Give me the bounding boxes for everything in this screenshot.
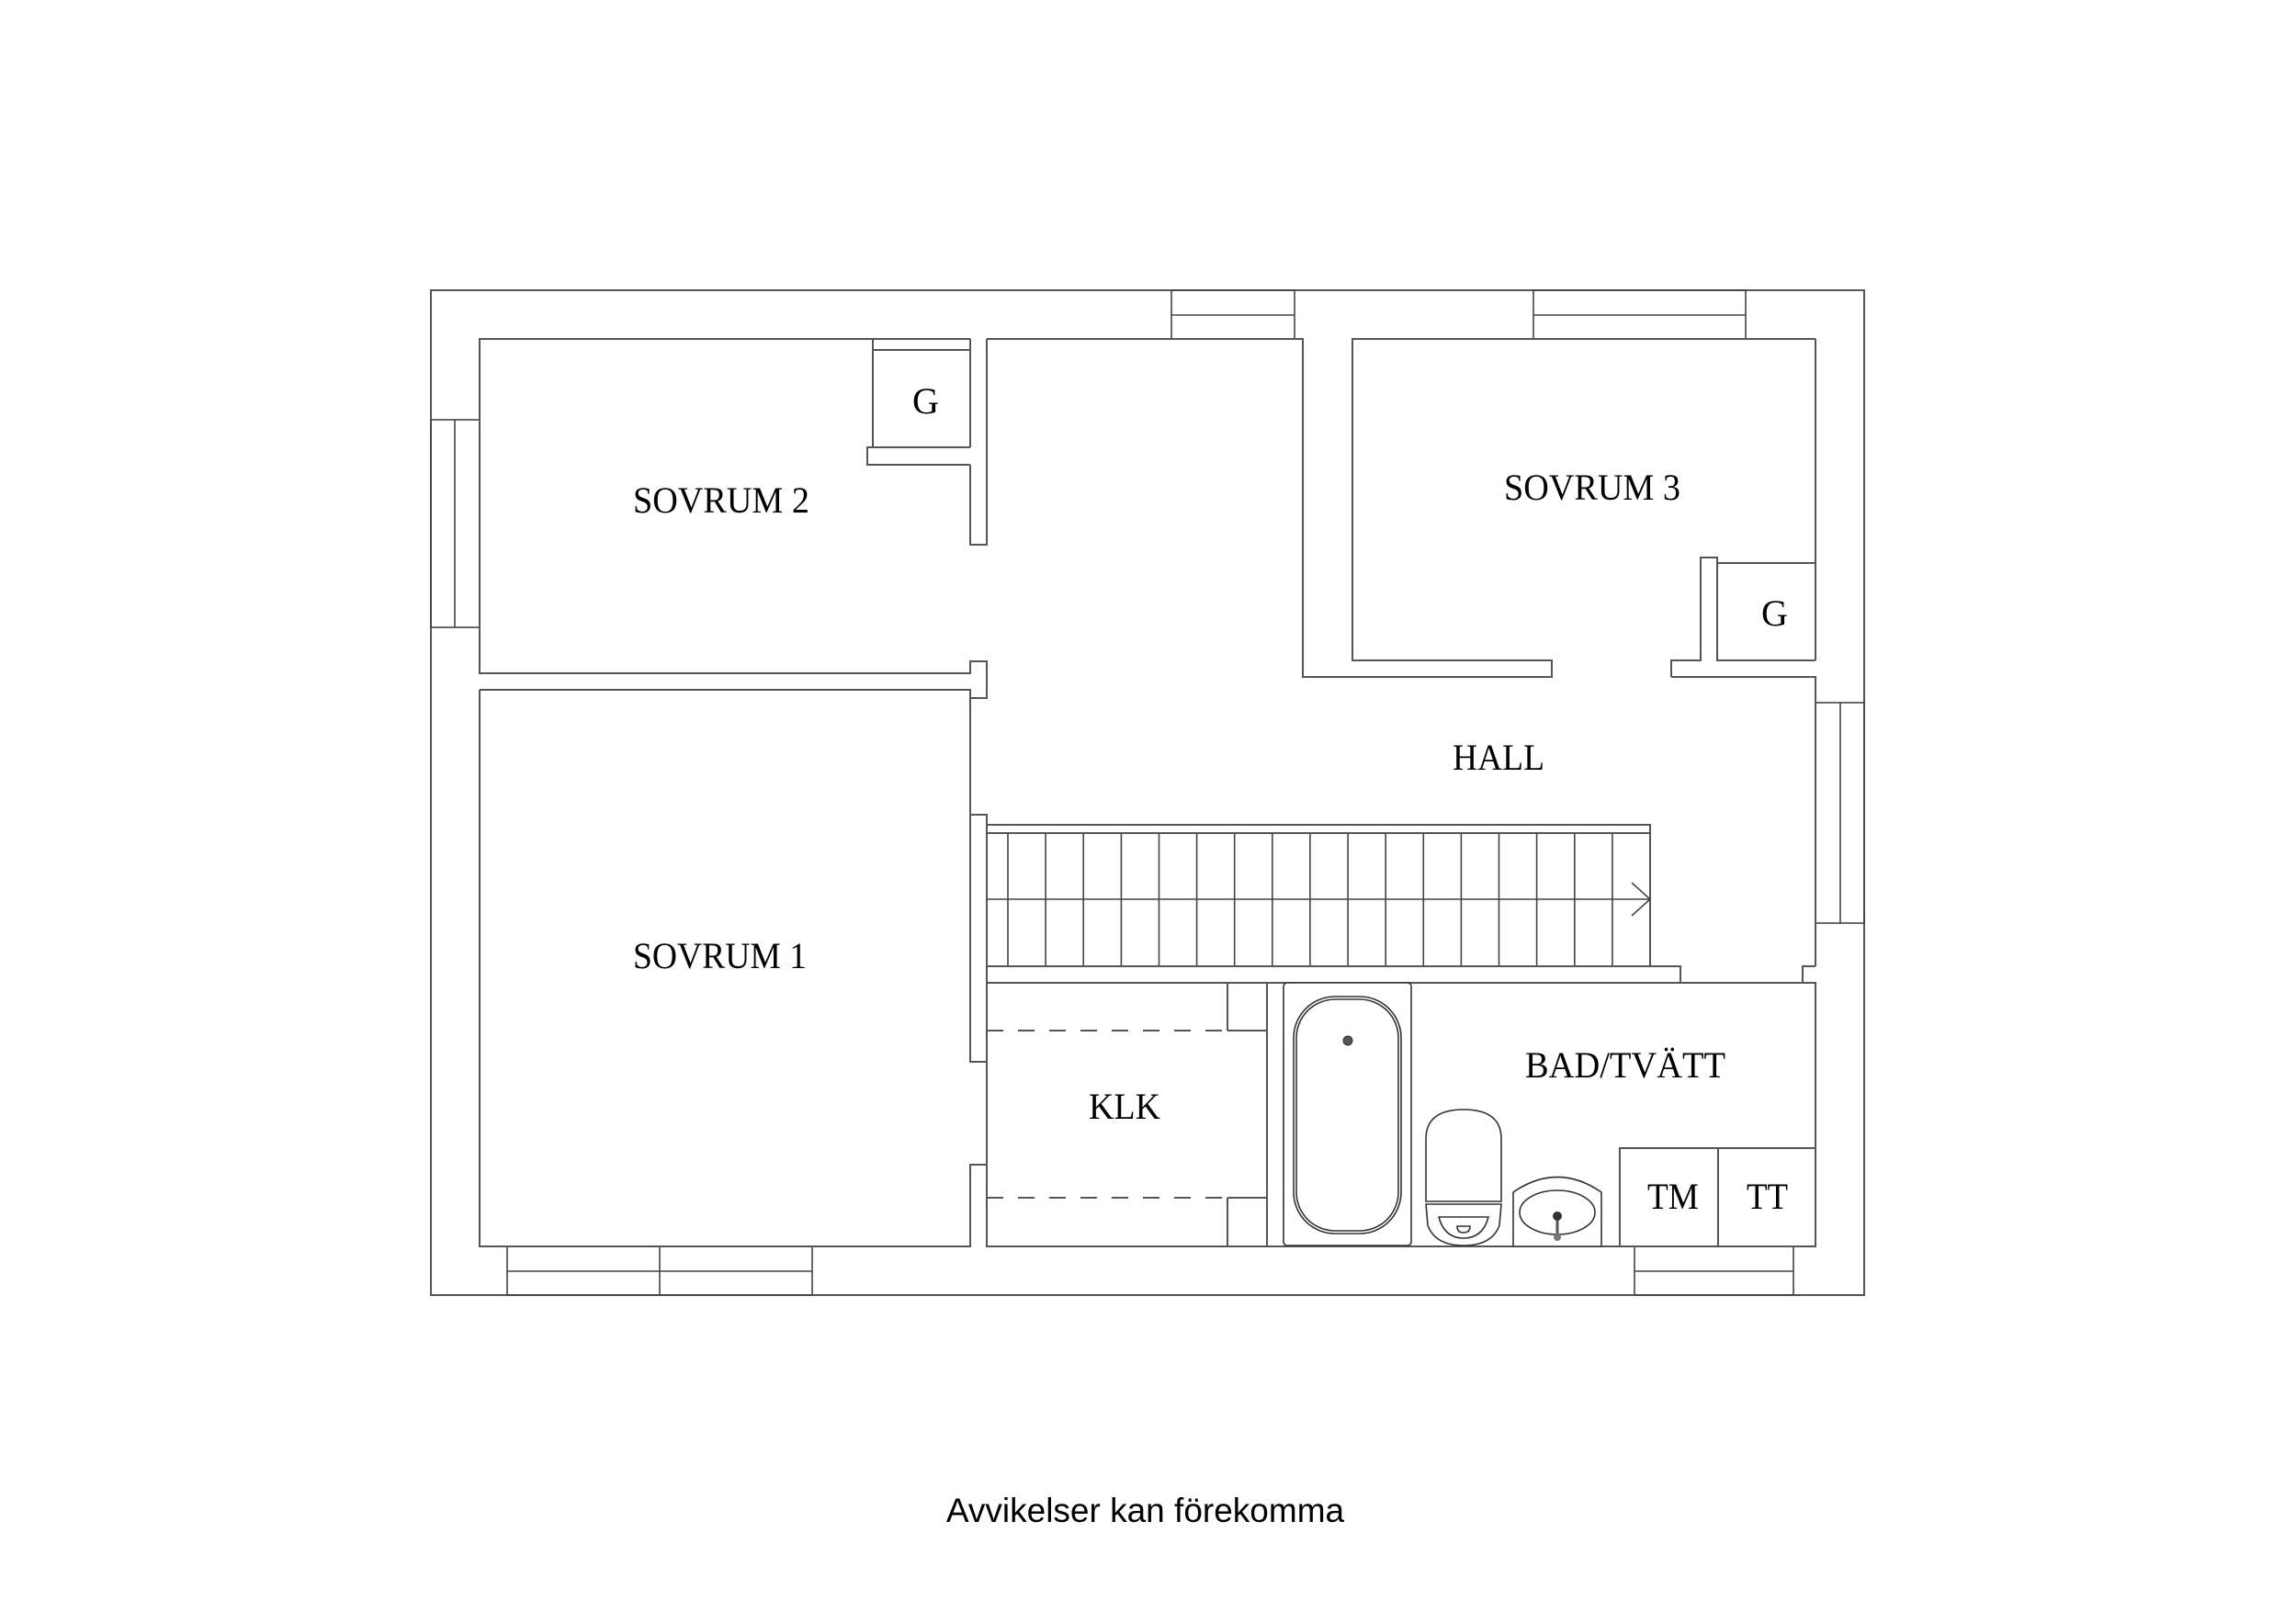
outer-wall: [430, 289, 1865, 1296]
sink-icon: [1512, 1176, 1602, 1247]
partition-sovrum1-hall: [969, 698, 988, 1063]
window-right: [1815, 702, 1865, 924]
window-top-1: [1171, 289, 1295, 340]
appliance-label-tt: TT: [1747, 1176, 1788, 1217]
appliance-cabinet: [1619, 1147, 1816, 1247]
closet-sovrum2: [866, 339, 970, 466]
closet-label-sovrum2: G: [912, 380, 939, 422]
sovrum3-bottom-wall: [1670, 557, 1816, 966]
window-left: [430, 419, 481, 628]
stair-landing-wall: [987, 965, 1681, 984]
disclaimer-text: Avvikelser kan förekomma: [0, 1492, 2296, 1530]
room-label-sovrum1: SOVRUM 1: [633, 935, 807, 976]
room-label-sovrum3: SOVRUM 3: [1504, 467, 1680, 508]
partition-sovrum2-hall: [969, 339, 988, 546]
disclaimer-label: Avvikelser kan förekomma: [945, 1492, 1345, 1529]
staircase: [987, 824, 1681, 984]
window-top-2: [1533, 289, 1747, 340]
right-inner-wall: [1802, 339, 1816, 1246]
appliance-label-tm: TM: [1647, 1176, 1699, 1217]
window-bottom-left: [506, 1245, 813, 1296]
room-label-klk: KLK: [1089, 1086, 1160, 1127]
hall-inner-wall: [987, 338, 1815, 678]
window-bottom-right: [1634, 1245, 1794, 1296]
sovrum2-walls: [479, 338, 988, 699]
bathtub-icon: [1283, 982, 1412, 1246]
room-label-bad-tvatt: BAD/TVÄTT: [1525, 1044, 1725, 1086]
stair-direction-arrow-icon: [1631, 882, 1652, 917]
closet-label-sovrum3: G: [1761, 592, 1788, 634]
room-label-sovrum2: SOVRUM 2: [633, 479, 809, 521]
room-label-hall: HALL: [1453, 737, 1544, 778]
toilet-icon: [1425, 1109, 1502, 1246]
